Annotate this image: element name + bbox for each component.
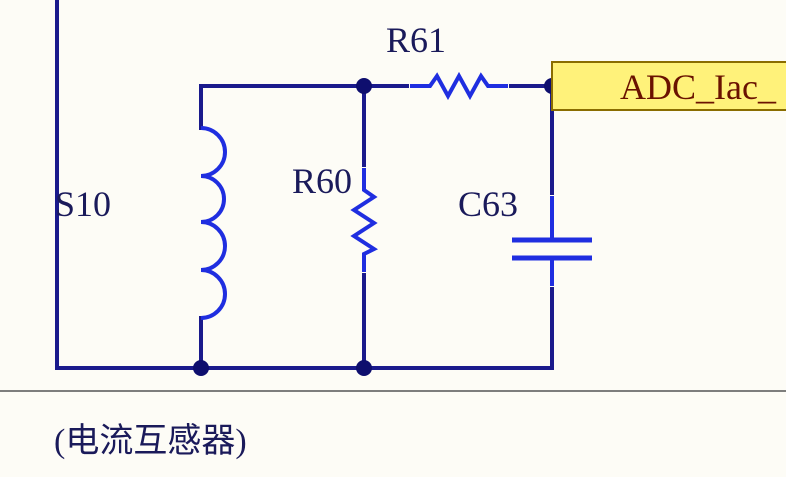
capacitor-c63-symbol[interactable] bbox=[512, 196, 592, 286]
resistor-r61-zigzag bbox=[410, 71, 508, 101]
resistor-r60-symbol[interactable] bbox=[350, 168, 379, 272]
designators: R61 R60 C63 S10 bbox=[55, 20, 518, 224]
resistor-r60-zigzag bbox=[350, 168, 379, 272]
label-s10: S10 bbox=[55, 184, 111, 224]
junctions bbox=[193, 78, 560, 376]
wires bbox=[55, 0, 554, 370]
label-c63: C63 bbox=[458, 184, 518, 224]
inductor-ct-coils bbox=[200, 126, 227, 320]
net-port-adc-iac[interactable]: ADC_Iac_ bbox=[551, 61, 786, 111]
junction-dot-top-r60 bbox=[356, 78, 372, 94]
inductor-ct-symbol[interactable] bbox=[200, 126, 227, 320]
junction-dot-bottom-r60 bbox=[356, 360, 372, 376]
resistor-r61-symbol[interactable] bbox=[410, 71, 508, 101]
junction-dot-bottom-inductor bbox=[193, 360, 209, 376]
net-port-label: ADC_Iac_ bbox=[620, 67, 777, 107]
caption-current-transformer: (电流互感器) bbox=[54, 422, 247, 460]
label-r60: R60 bbox=[292, 161, 352, 201]
label-r61: R61 bbox=[386, 20, 446, 60]
net-port-box bbox=[551, 61, 786, 111]
